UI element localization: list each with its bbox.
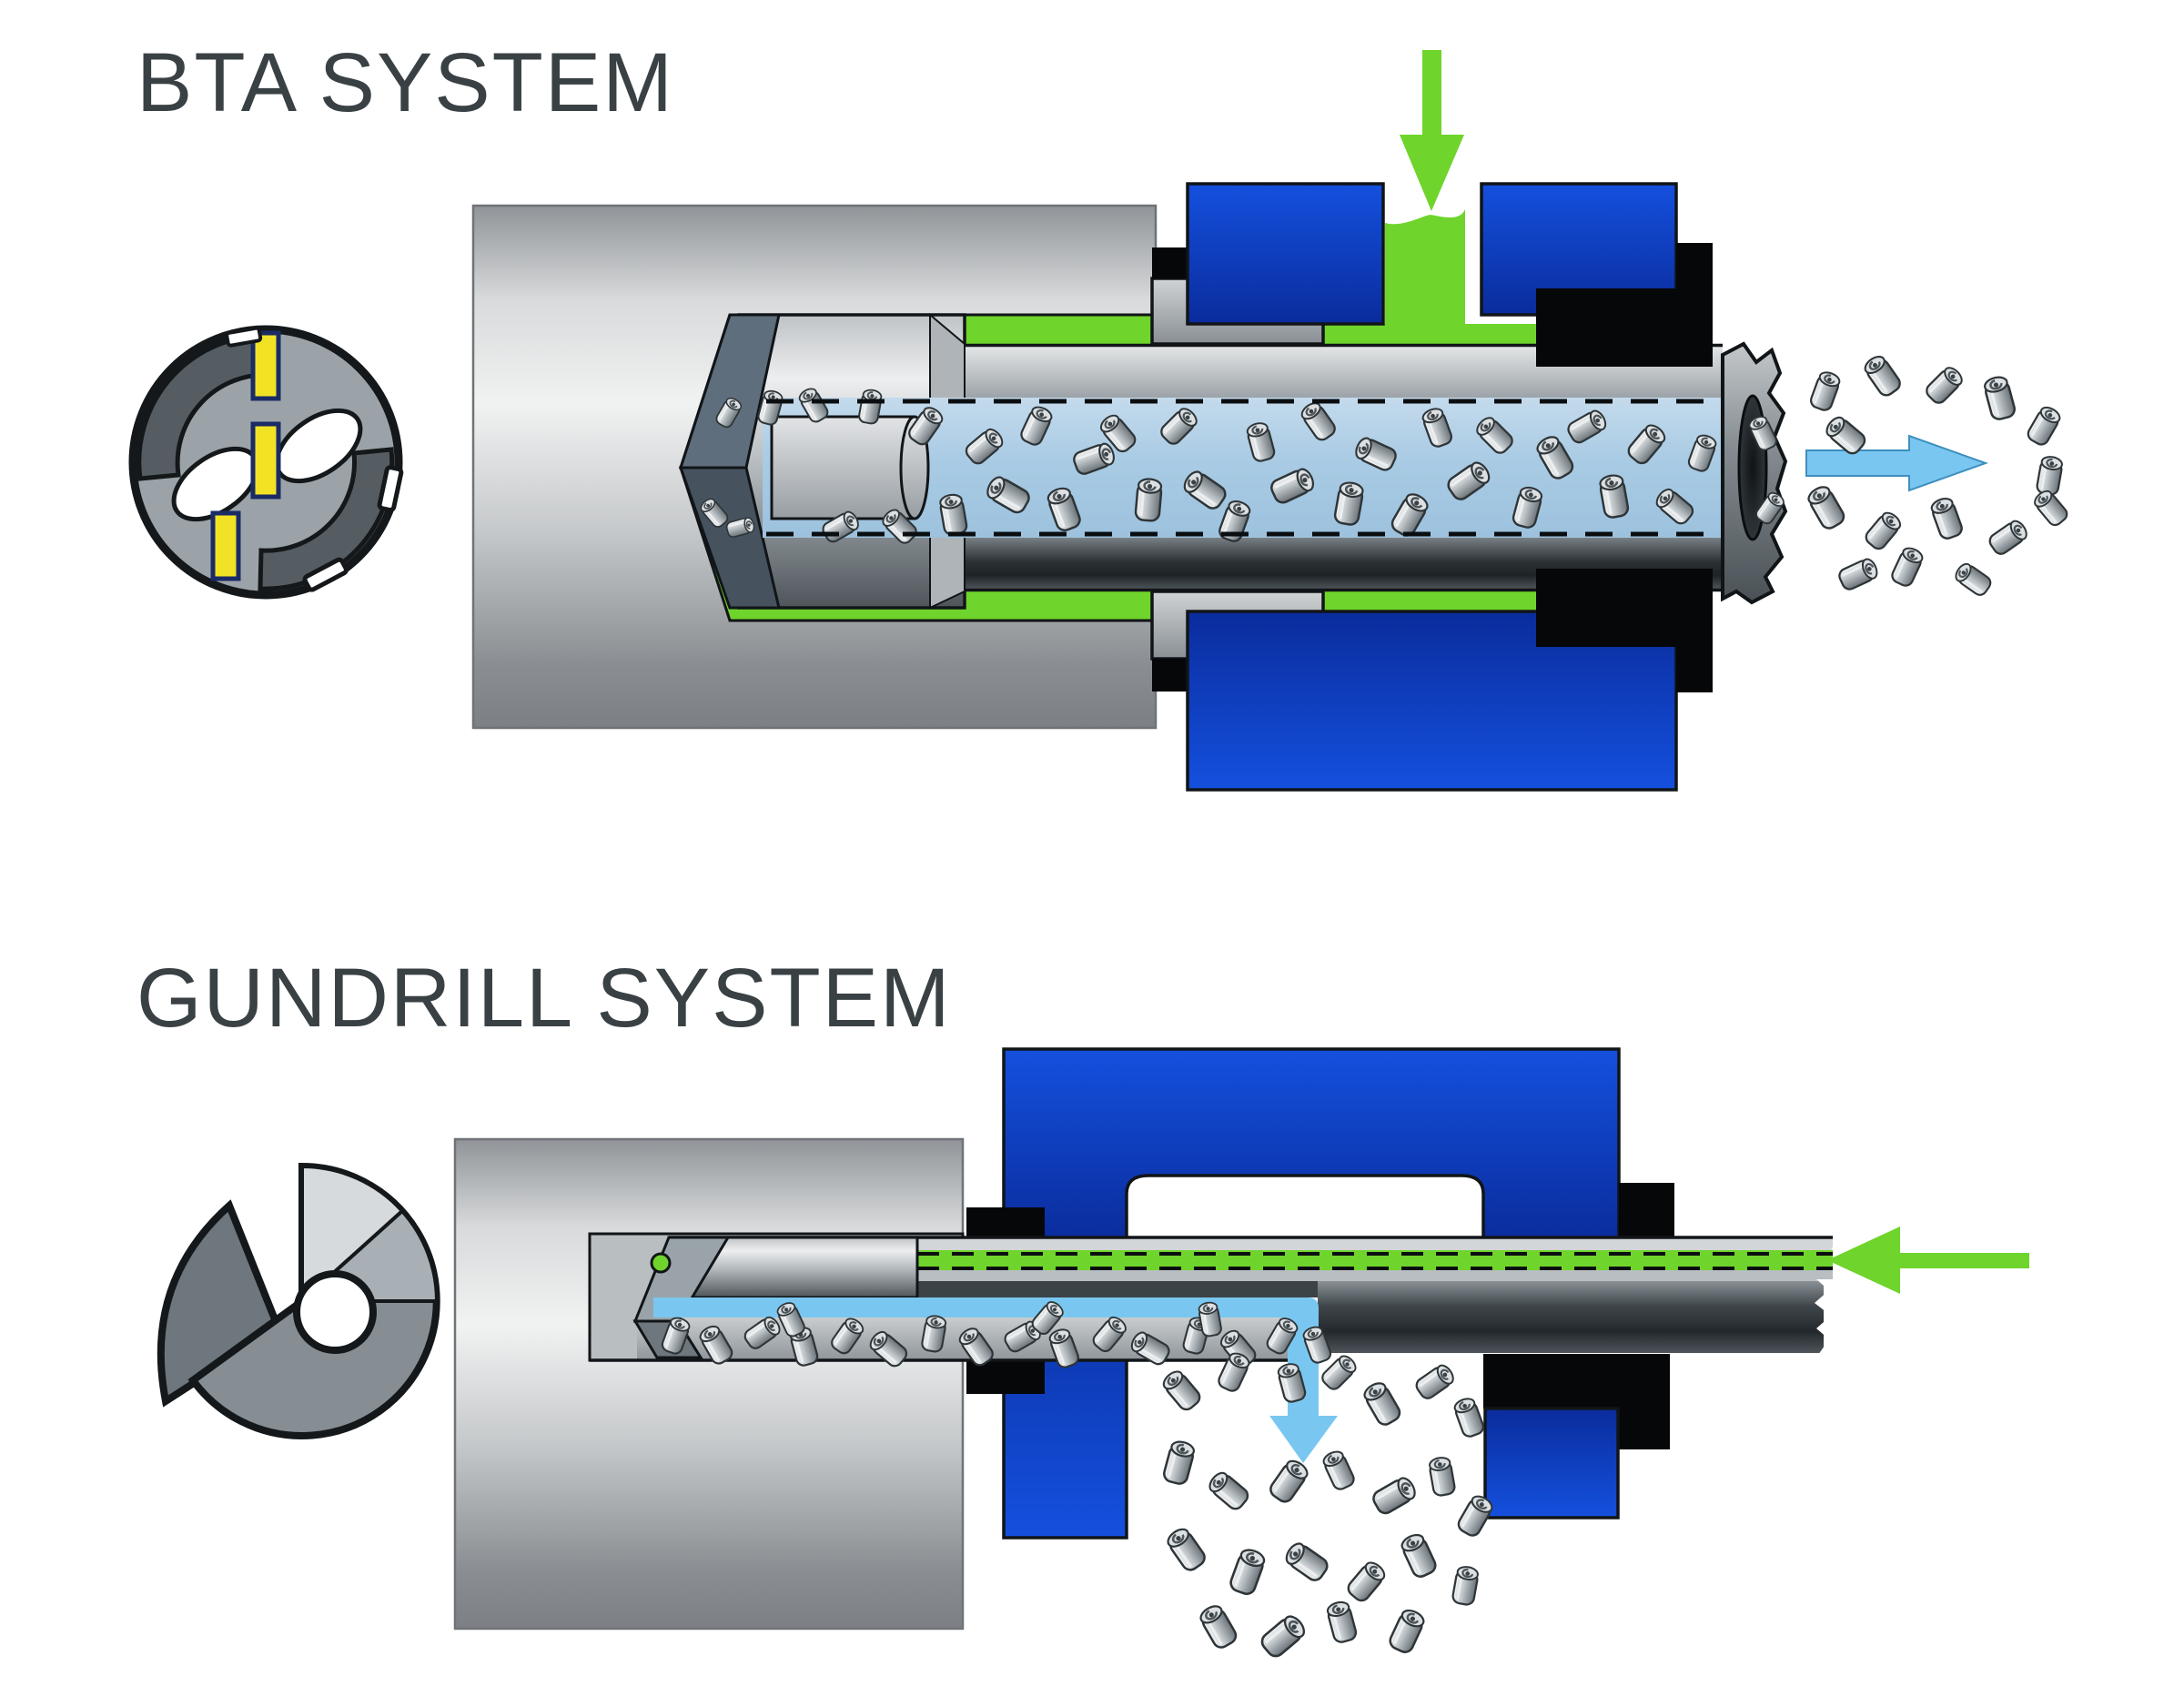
gundrill-head-face-icon [157,1162,440,1439]
seal [966,1207,1045,1241]
coolant-hole [650,1252,672,1274]
gundrill-coolant-inlet-arrow [1827,1227,2029,1294]
pressure-head-block [1186,182,1385,326]
shank-body [1318,1281,1824,1353]
gundrill-title: GUNDRILL SYSTEM [136,952,952,1045]
fixture-right-block [1483,1407,1620,1519]
carbide-insert [250,421,281,500]
gundrill-chip-outlet-arrow [653,1297,1338,1463]
guide-pad [377,465,404,513]
carbide-insert [210,510,241,581]
bta-section: BTA SYSTEM [128,36,2071,792]
cutting-lip-sector [157,1199,283,1408]
seal [1483,1354,1670,1449]
bta-drill-head-face-icon [128,325,404,600]
face-facet [300,1164,405,1306]
seal [1619,1183,1674,1241]
gundrill-workpiece [453,1137,965,1630]
inner-tube-plug [770,415,916,520]
carbide-insert [250,330,281,401]
gundrill-section: GUNDRILL SYSTEM [136,952,2029,1661]
seal [1536,243,1713,367]
metal-chips [1158,1348,1497,1661]
shank-underside [917,1281,1318,1297]
bta-tube-end-cap [1721,341,1788,605]
break-edge [1815,1279,1851,1355]
coolant-inlet-funnel [1385,209,1465,344]
gundrill-tool [590,1234,1851,1362]
bta-coolant-inlet-arrow [1400,50,1464,211]
break-edge [1831,1234,1851,1283]
coolant-hole [293,1270,377,1354]
guide-pad [225,326,263,348]
cutting-edge-sector [258,447,395,591]
fixture-bridge [1002,1047,1621,1243]
bta-chip-outlet-arrow [1805,434,1988,492]
bta-chip-channel [697,384,1723,548]
seal [1536,569,1713,692]
bta-title: BTA SYSTEM [136,36,674,129]
bta-seals-right [1536,243,1713,692]
guide-pad [302,557,349,592]
